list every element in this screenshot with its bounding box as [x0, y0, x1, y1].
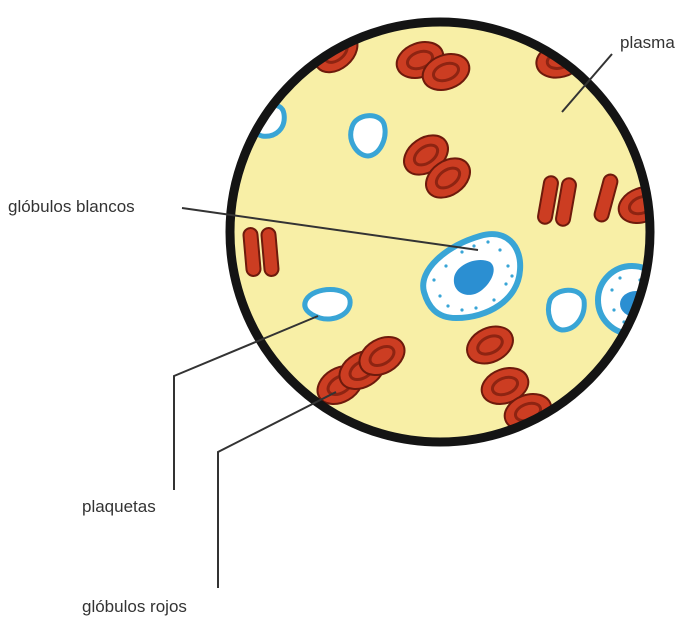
- label-plasma: plasma: [620, 34, 675, 51]
- platelet: [305, 290, 350, 320]
- label-platelets: plaquetas: [82, 498, 156, 515]
- red-blood-cell: [243, 227, 261, 276]
- label-white-cells: glóbulos blancos: [8, 198, 135, 215]
- red-blood-cell: [261, 227, 279, 276]
- platelet: [351, 116, 385, 156]
- label-red-cells: glóbulos rojos: [82, 598, 187, 615]
- leader-line-red-cells: [218, 392, 336, 588]
- platelet: [549, 290, 585, 330]
